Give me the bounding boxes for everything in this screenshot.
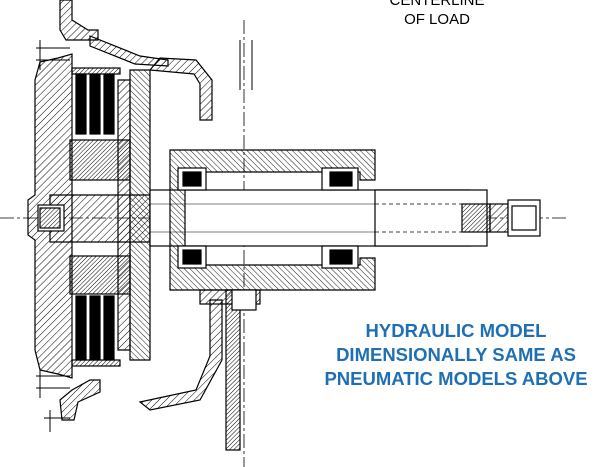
fasteners [36, 40, 70, 432]
note-line-3: PNEUMATIC MODELS ABOVE [324, 368, 588, 389]
note-line-2: DIMENSIONALLY SAME AS [336, 344, 576, 365]
top-bracket [59, 0, 99, 41]
mounting-plate [225, 289, 241, 451]
hydraulic-model-note: HYDRAULIC MODEL DIMENSIONALLY SAME AS PN… [300, 319, 612, 391]
note-line-1: HYDRAULIC MODEL [365, 320, 547, 341]
friction-discs-bottom [75, 295, 115, 361]
shaft-extension [374, 189, 488, 247]
friction-discs-top [75, 73, 115, 135]
bottom-bracket [59, 379, 101, 421]
centerline-of-load-label: CENTERLINE OF LOAD [389, 0, 485, 28]
rotary-union [489, 203, 509, 233]
hub [49, 194, 151, 243]
